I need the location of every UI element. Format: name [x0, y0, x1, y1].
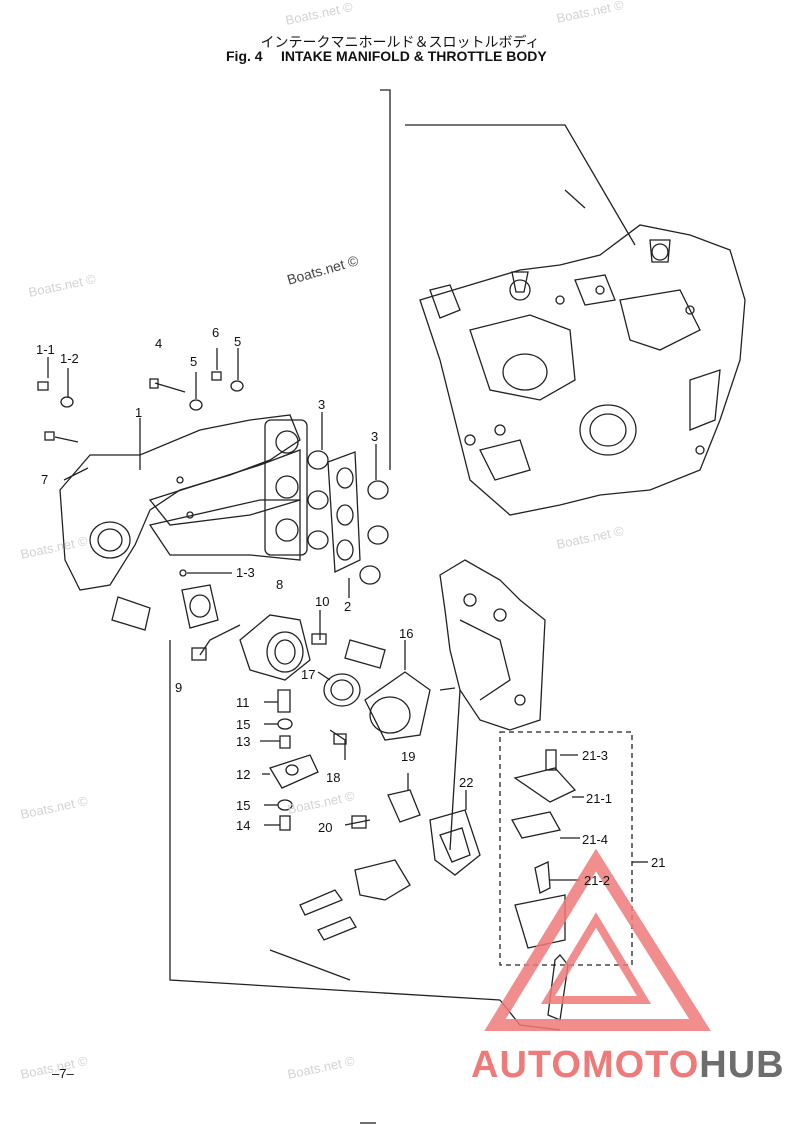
callout-1-1: 1-1 — [36, 342, 55, 357]
callout-14: 14 — [236, 818, 251, 833]
brand-logo-triangle — [484, 848, 711, 1031]
callout-9: 9 — [175, 680, 183, 695]
callout-1: 1 — [135, 405, 143, 420]
small-parts — [260, 610, 327, 831]
callout-16: 16 — [399, 626, 414, 641]
silencer — [317, 639, 431, 760]
throttle-body — [111, 584, 501, 1001]
callout-19: 19 — [401, 749, 416, 764]
figure-title: INTAKE MANIFOLD & THROTTLE BODY — [281, 48, 547, 64]
callout-2: 2 — [344, 599, 352, 614]
callout-21: 21 — [651, 855, 666, 870]
callout-21-3: 21-3 — [582, 748, 609, 763]
callout-17: 17 — [301, 667, 316, 682]
callout-3-b: 3 — [371, 429, 379, 444]
page-number: –7– — [52, 1066, 74, 1081]
callout-5-b: 5 — [234, 334, 242, 349]
callout-21-4: 21-4 — [582, 832, 609, 847]
callout-22: 22 — [459, 775, 474, 790]
callout-20: 20 — [318, 820, 333, 835]
engine-block — [419, 224, 746, 516]
callout-15-a: 15 — [236, 717, 251, 732]
callout-8: 8 — [276, 577, 284, 592]
callout-1-2: 1-2 — [60, 351, 79, 366]
callout-15-b: 15 — [236, 798, 251, 813]
callout-6: 6 — [212, 325, 220, 340]
brand-logo: AUTOMOTOHUB — [471, 1044, 785, 1087]
brand-text-moto: MOTO — [581, 1044, 700, 1086]
callout-18: 18 — [326, 770, 341, 785]
callout-21-2: 21-2 — [584, 873, 611, 888]
parts-19-22 — [344, 773, 481, 876]
callout-1-3: 1-3 — [236, 565, 255, 580]
callout-13: 13 — [236, 734, 251, 749]
bolts — [37, 371, 244, 577]
callout-7: 7 — [41, 472, 49, 487]
callout-4: 4 — [155, 336, 163, 351]
callout-11: 11 — [236, 695, 250, 710]
brand-text-hub: HUB — [699, 1044, 785, 1086]
callout-5-a: 5 — [190, 354, 198, 369]
callout-3-a: 3 — [318, 397, 326, 412]
part-21 — [511, 749, 648, 949]
gasket — [327, 451, 361, 574]
brand-text-auto: AUTO — [471, 1044, 582, 1086]
figure-number: Fig. 4 — [226, 48, 263, 64]
callout-21-1: 21-1 — [586, 791, 613, 806]
bracket — [439, 559, 546, 851]
title-japanese: インテークマニホールド＆スロットルボディ — [260, 35, 540, 51]
hoses — [269, 859, 569, 1031]
callout-12: 12 — [236, 767, 251, 782]
intake-manifold — [59, 414, 308, 591]
o-rings — [307, 450, 389, 585]
callout-10: 10 — [315, 594, 330, 609]
